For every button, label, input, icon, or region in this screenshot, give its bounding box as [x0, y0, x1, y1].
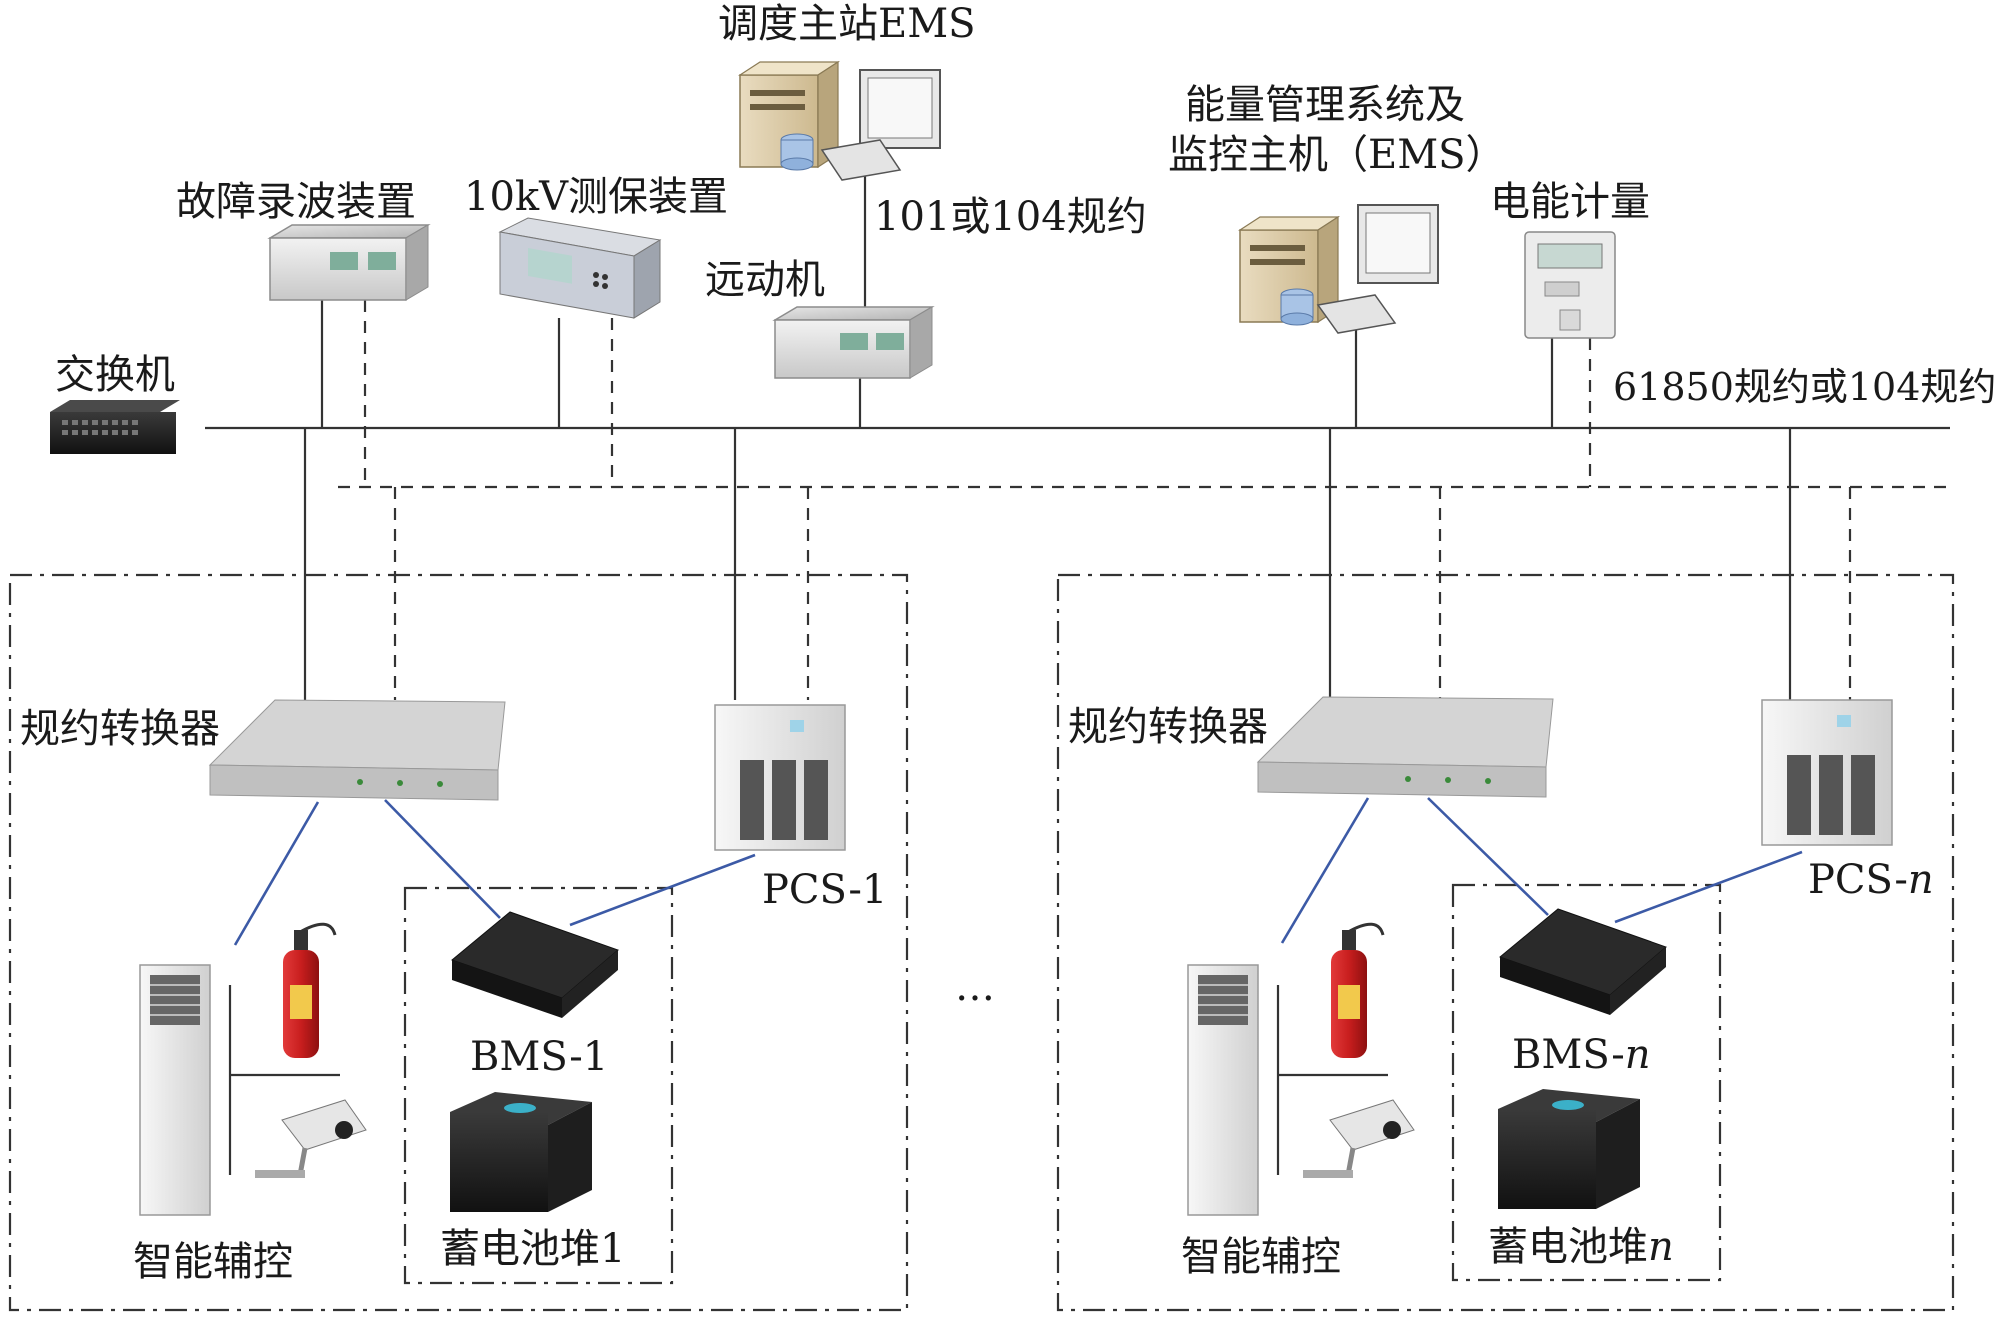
network-switch-icon: [50, 400, 180, 454]
label-battery-n: 蓄电池堆n: [1488, 1224, 1674, 1270]
protocol-converter-n-icon: [1256, 696, 1554, 798]
air-conditioner-n-icon: [1187, 964, 1259, 1216]
blue-links: [233, 797, 1803, 946]
network-lines: [205, 175, 1950, 700]
battery-stack-n-icon: [1498, 1089, 1640, 1209]
camera-n-icon: [1303, 1099, 1415, 1178]
label-energy-meter: 电能计量: [1490, 179, 1650, 225]
label-aux-1: 智能辅控: [133, 1239, 293, 1285]
label-ellipsis: …: [955, 964, 995, 1010]
label-rtu: 远动机: [705, 257, 825, 303]
label-bms-1: BMS-1: [470, 1034, 608, 1080]
group-1-boundary: [8, 573, 909, 1312]
label-aux-n: 智能辅控: [1181, 1234, 1341, 1280]
battery-group-n-boundary: [1451, 883, 1722, 1282]
battery-group-1-boundary: [403, 886, 674, 1285]
air-conditioner-1-icon: [139, 964, 211, 1216]
fault-recorder-icon: [267, 224, 431, 301]
label-ems-line1: 能量管理系统及: [1185, 82, 1465, 128]
label-pcs-n: PCS-n: [1808, 857, 1934, 903]
bms-1-icon: [450, 911, 619, 1018]
label-protocol-61850-104: 61850规约或104规约: [1613, 365, 1996, 409]
pcs-1-cabinet-icon: [714, 704, 846, 851]
label-pcs-1: PCS-1: [762, 867, 887, 913]
battery-stack-1-icon: [450, 1092, 592, 1212]
energy-meter-icon: [1524, 231, 1616, 339]
label-protocol-101-104: 101或104规约: [874, 194, 1147, 240]
fire-extinguisher-1-icon: [283, 922, 337, 1058]
label-dispatch-ems: 调度主站EMS: [718, 1, 976, 47]
label-converter-n: 规约转换器: [1068, 704, 1268, 750]
label-bms-n: BMS-n: [1512, 1032, 1651, 1078]
fire-extinguisher-n-icon: [1331, 922, 1385, 1058]
label-battery-1: 蓄电池堆1: [440, 1226, 625, 1272]
label-converter-1: 规约转换器: [20, 706, 220, 752]
dispatch-ems-computer-icon: [737, 60, 941, 181]
camera-1-icon: [255, 1099, 367, 1178]
label-ems-line2: 监控主机（EMS）: [1168, 132, 1506, 178]
label-protection-10kv: 10kV测保装置: [464, 174, 728, 220]
bms-n-icon: [1498, 908, 1667, 1015]
pcs-n-cabinet-icon: [1761, 699, 1893, 846]
label-switch: 交换机: [55, 352, 175, 398]
label-fault-recorder: 故障录波装置: [176, 179, 416, 225]
protocol-converter-1-icon: [208, 699, 506, 801]
group-n-boundary: [1056, 573, 1955, 1312]
protection-device-icon: [498, 217, 662, 319]
rtu-icon: [772, 306, 935, 379]
ems-computer-icon: [1237, 204, 1439, 334]
